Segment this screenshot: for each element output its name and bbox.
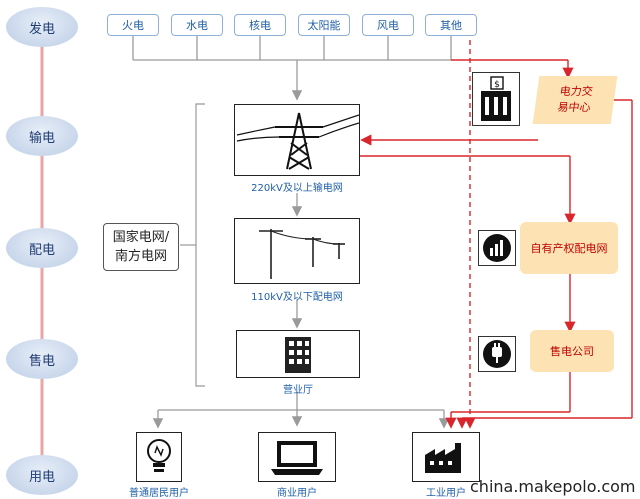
svg-text:$: $ bbox=[494, 80, 500, 90]
gen-nuclear: 核电 bbox=[234, 14, 286, 36]
utility-pole-icon bbox=[259, 229, 345, 279]
transmission-tower-icon bbox=[236, 112, 360, 170]
laptop-icon bbox=[271, 441, 323, 475]
private-distribution-grid: 自有产权配电网 bbox=[520, 222, 618, 274]
plug-icon bbox=[483, 340, 511, 368]
residential-caption: 普通居民用户 bbox=[129, 488, 189, 499]
retail-company-icon-box bbox=[478, 336, 516, 372]
transmission-grid-box bbox=[234, 104, 360, 176]
commercial-caption: 商业用户 bbox=[277, 488, 317, 499]
watermark: china.makepolo.com bbox=[470, 477, 636, 496]
gen-wind: 风电 bbox=[362, 14, 414, 36]
industrial-caption: 工业用户 bbox=[426, 488, 466, 499]
business-hall-box bbox=[236, 330, 360, 378]
bank-icon: $ bbox=[481, 76, 511, 121]
generation-bus bbox=[132, 36, 452, 429]
gen-solar: 太阳能 bbox=[298, 14, 350, 36]
gen-thermal: 火电 bbox=[107, 14, 159, 36]
power-exchange-center: 电力交 易中心 bbox=[532, 76, 618, 124]
stage-consumption: 用电 bbox=[6, 455, 78, 495]
grid-bracket bbox=[195, 103, 205, 387]
national-grid-label: 国家电网/ 南方电网 bbox=[103, 223, 179, 271]
distribution-caption: 110kV及以下配电网 bbox=[251, 292, 343, 303]
market-flows bbox=[360, 40, 633, 429]
stage-generation: 发电 bbox=[6, 7, 78, 47]
industrial-user-box bbox=[412, 432, 480, 482]
office-building-icon bbox=[285, 337, 311, 373]
commercial-user-box bbox=[258, 432, 336, 482]
distribution-grid-box bbox=[234, 218, 360, 284]
bar-chart-icon bbox=[483, 234, 511, 262]
lightbulb-icon bbox=[147, 439, 171, 472]
residential-user-box bbox=[136, 432, 182, 482]
stage-retail: 售电 bbox=[6, 339, 78, 379]
retail-electricity-company: 售电公司 bbox=[530, 330, 614, 372]
transmission-caption: 220kV及以上输电网 bbox=[251, 183, 343, 194]
exchange-bank-icon-box: $ bbox=[472, 72, 520, 126]
stage-distribution: 配电 bbox=[6, 228, 78, 268]
factory-icon bbox=[425, 443, 461, 473]
private-grid-icon-box bbox=[478, 230, 516, 266]
business-hall-caption: 营业厅 bbox=[283, 385, 313, 396]
gen-other: 其他 bbox=[425, 14, 477, 36]
stage-transmission: 输电 bbox=[6, 116, 78, 156]
gen-hydro: 水电 bbox=[171, 14, 223, 36]
